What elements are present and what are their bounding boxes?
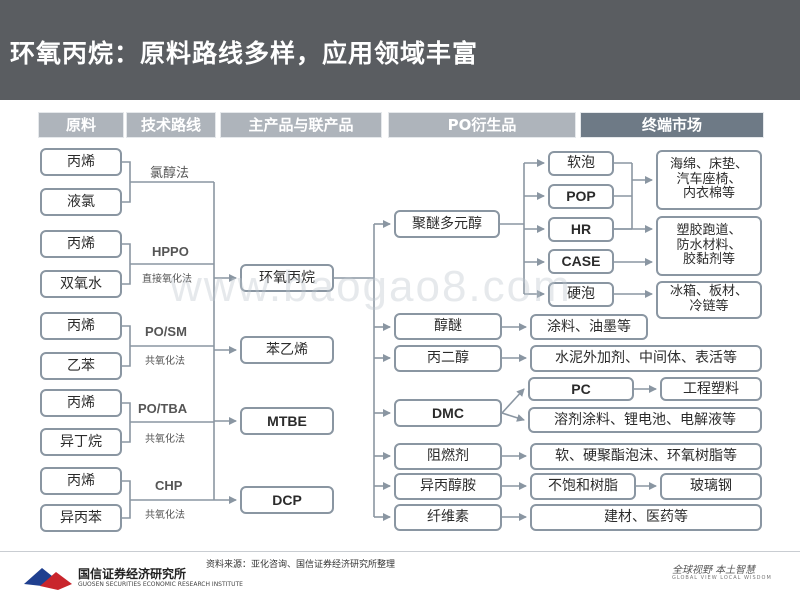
end-market-line: 内衣棉等 bbox=[682, 186, 735, 202]
end-market-case: 塑胶跑道、 防水材料、 胶黏剂等 bbox=[656, 216, 762, 276]
footer-divider bbox=[0, 551, 800, 552]
end-market-line: 冰箱、板材、 bbox=[669, 284, 748, 300]
end-market-line: 防水材料、 bbox=[676, 237, 742, 253]
end-market-glycol-ether: 涂料、油墨等 bbox=[530, 314, 648, 340]
raw-material-box: 丙烯 bbox=[40, 389, 122, 417]
end-market-line: 海绵、床垫、 bbox=[669, 156, 748, 172]
raw-material-box: 乙苯 bbox=[40, 352, 122, 380]
polyether-type: CASE bbox=[548, 249, 614, 274]
end-market-line: 冷链等 bbox=[689, 299, 729, 314]
raw-material-box: 丙烯 bbox=[40, 148, 122, 176]
route-sub-label: 共氧化法 bbox=[145, 356, 185, 367]
company-name-cn: 国信证券经济研究所 bbox=[78, 567, 187, 581]
route-label: 氯醇法 bbox=[150, 166, 190, 181]
raw-material-box: 异丁烷 bbox=[40, 428, 122, 456]
end-market-engineering-plastics: 工程塑料 bbox=[660, 377, 762, 401]
route-sub-label: 共氧化法 bbox=[145, 510, 185, 521]
route-sub-label: 共氧化法 bbox=[145, 434, 185, 445]
header-route: 技术路线 bbox=[126, 112, 216, 138]
derivative-dmc: DMC bbox=[394, 399, 502, 427]
route-label: PO/SM bbox=[145, 324, 187, 339]
header-raw: 原料 bbox=[38, 112, 124, 138]
end-market-foam: 海绵、床垫、 汽车座椅、 内衣棉等 bbox=[656, 150, 762, 210]
source-note: 资料来源：亚化咨询、国信证券经济研究所整理 bbox=[206, 560, 396, 570]
raw-material-box: 丙烯 bbox=[40, 312, 122, 340]
product-mtbe: MTBE bbox=[240, 407, 334, 435]
derivative-isopropanolamine: 异丙醇胺 bbox=[394, 473, 502, 500]
end-market-propylene-glycol: 水泥外加剂、中间体、表活等 bbox=[530, 345, 762, 372]
header-main-product: 主产品与联产品 bbox=[220, 112, 382, 138]
polyether-type: HR bbox=[548, 217, 614, 242]
watermark: www.baogao8.com bbox=[170, 262, 572, 311]
end-market-rigid-foam: 冰箱、板材、 冷链等 bbox=[656, 281, 762, 319]
end-market-line: 胶黏剂等 bbox=[682, 252, 735, 268]
end-market-pc: PC bbox=[528, 377, 634, 401]
end-market-flame-retardant-use: 软、硬聚酯泡沫、环氧树脂等 bbox=[530, 443, 762, 470]
derivative-flame-retardant: 阻燃剂 bbox=[394, 443, 502, 470]
derivative-propylene-glycol: 丙二醇 bbox=[394, 345, 502, 372]
raw-material-box: 丙烯 bbox=[40, 230, 122, 258]
route-label: PO/TBA bbox=[138, 401, 188, 416]
derivative-polyether-polyol: 聚醚多元醇 bbox=[394, 210, 500, 238]
product-dcp: DCP bbox=[240, 486, 334, 514]
guosen-logo-icon bbox=[24, 568, 72, 590]
route-label: CHP bbox=[155, 478, 183, 493]
route-label: HPPO bbox=[152, 244, 189, 259]
raw-material-box: 双氧水 bbox=[40, 270, 122, 298]
company-name-en: GUOSEN SECURITIES ECONOMIC RESEARCH INST… bbox=[78, 581, 243, 588]
page-title: 环氧丙烷：原料路线多样，应用领域丰富 bbox=[10, 39, 479, 68]
header-end-market: 终端市场 bbox=[580, 112, 764, 138]
end-market-cellulose-use: 建材、医药等 bbox=[530, 504, 762, 531]
polyether-type: 硬泡 bbox=[548, 282, 614, 307]
polyether-type: POP bbox=[548, 184, 614, 209]
route-sub-label: 直接氧化法 bbox=[142, 274, 192, 285]
slogan-cn: 全球视野 本土智慧 bbox=[672, 565, 756, 576]
polyether-type: 软泡 bbox=[548, 151, 614, 176]
raw-material-box: 液氯 bbox=[40, 188, 122, 216]
product-styrene: 苯乙烯 bbox=[240, 336, 334, 364]
end-market-fiberglass: 玻璃钢 bbox=[660, 473, 762, 500]
product-propylene-oxide: 环氧丙烷 bbox=[240, 264, 334, 292]
end-market-dmc-use: 溶剂涂料、锂电池、电解液等 bbox=[528, 407, 762, 433]
title-bar: 环氧丙烷：原料路线多样，应用领域丰富 bbox=[0, 0, 800, 100]
slogan-en: GLOBAL VIEW LOCAL WISDOM bbox=[672, 575, 772, 581]
end-market-line: 塑胶跑道、 bbox=[676, 222, 742, 238]
header-derivatives: PO衍生品 bbox=[388, 112, 576, 138]
raw-material-box: 异丙苯 bbox=[40, 504, 122, 532]
derivative-cellulose: 纤维素 bbox=[394, 504, 502, 531]
end-market-line: 汽车座椅、 bbox=[676, 171, 742, 187]
raw-material-box: 丙烯 bbox=[40, 467, 122, 495]
end-market-unsaturated-resin: 不饱和树脂 bbox=[530, 473, 636, 500]
derivative-glycol-ether: 醇醚 bbox=[394, 313, 502, 340]
